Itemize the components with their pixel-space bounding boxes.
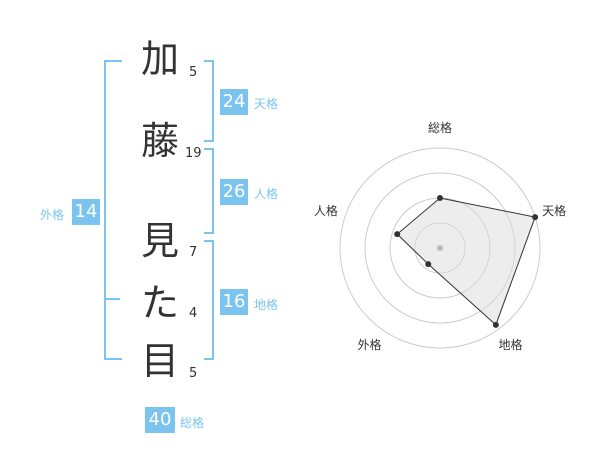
radar-ring-1 xyxy=(414,222,466,274)
radar-center xyxy=(437,245,443,251)
jinkaku-label: 人格 xyxy=(254,187,279,201)
radar-axis-label-2: 天格 xyxy=(542,203,566,218)
soukaku-label: 総格 xyxy=(180,416,205,430)
strokes-5: 5 xyxy=(189,366,198,381)
char-5: 目 xyxy=(141,339,180,383)
char-4: た xyxy=(141,281,180,325)
tenkaku-value: 24 xyxy=(220,89,248,115)
radar-point-5 xyxy=(394,231,401,238)
tenkaku-bracket xyxy=(204,60,214,142)
radar-point-1 xyxy=(437,195,443,201)
radar-ring-4 xyxy=(339,147,541,349)
radar-ring-3 xyxy=(364,172,516,324)
gaikaku-value: 14 xyxy=(72,199,100,225)
char-1: 加 xyxy=(141,37,180,81)
chikaku-value: 16 xyxy=(220,289,248,315)
radar-point-3 xyxy=(492,321,499,328)
gaikaku-bracket-tick xyxy=(104,298,120,300)
char-2: 藤 xyxy=(141,119,180,163)
soukaku-value: 40 xyxy=(145,407,175,433)
radar-area xyxy=(396,197,536,326)
radar-axis-label-3: 地格 xyxy=(499,337,523,352)
tenkaku-label: 天格 xyxy=(254,97,279,111)
chikaku-bracket xyxy=(204,240,214,360)
radar-point-4 xyxy=(425,261,432,268)
gaikaku-bracket xyxy=(104,60,122,360)
radar-point-2 xyxy=(532,214,539,221)
strokes-2: 19 xyxy=(185,146,202,161)
char-3: 見 xyxy=(141,219,180,263)
strokes-4: 4 xyxy=(189,306,198,321)
gaikaku-label: 外格 xyxy=(40,208,65,222)
radar-axis-label-5: 人格 xyxy=(314,203,338,218)
chikaku-label: 地格 xyxy=(254,298,279,312)
jinkaku-bracket xyxy=(204,148,214,234)
jinkaku-value: 26 xyxy=(220,179,248,205)
strokes-3: 7 xyxy=(189,245,198,260)
radar-axis-label-1: 総格 xyxy=(428,120,452,135)
radar-axis-label-4: 外格 xyxy=(357,337,381,352)
radar-ring-2 xyxy=(389,197,491,299)
strokes-1: 5 xyxy=(189,65,198,80)
